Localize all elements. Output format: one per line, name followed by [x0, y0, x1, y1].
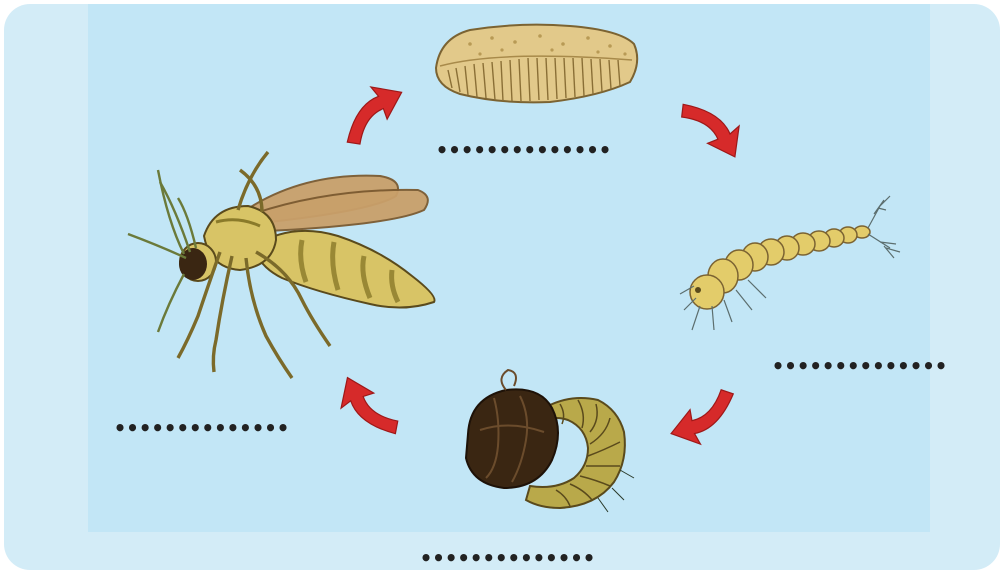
arrow-pupa-to-adult — [330, 366, 403, 450]
egg-raft-icon — [436, 25, 637, 103]
pupa-icon — [466, 370, 634, 512]
arrow-adult-to-egg — [329, 75, 413, 149]
arrow-egg-to-larva — [676, 85, 751, 169]
adult-answer-blank[interactable]: •••••••••••••• — [114, 418, 290, 438]
pupa-answer-blank[interactable]: •••••••••••••• — [420, 548, 596, 568]
adult-mosquito-icon — [128, 152, 435, 378]
egg-answer-blank[interactable]: •••••••••••••• — [436, 140, 612, 160]
larva-icon — [680, 196, 900, 330]
arrow-larva-to-pupa — [663, 386, 746, 452]
larva-answer-blank[interactable]: •••••••••••••• — [772, 356, 948, 376]
